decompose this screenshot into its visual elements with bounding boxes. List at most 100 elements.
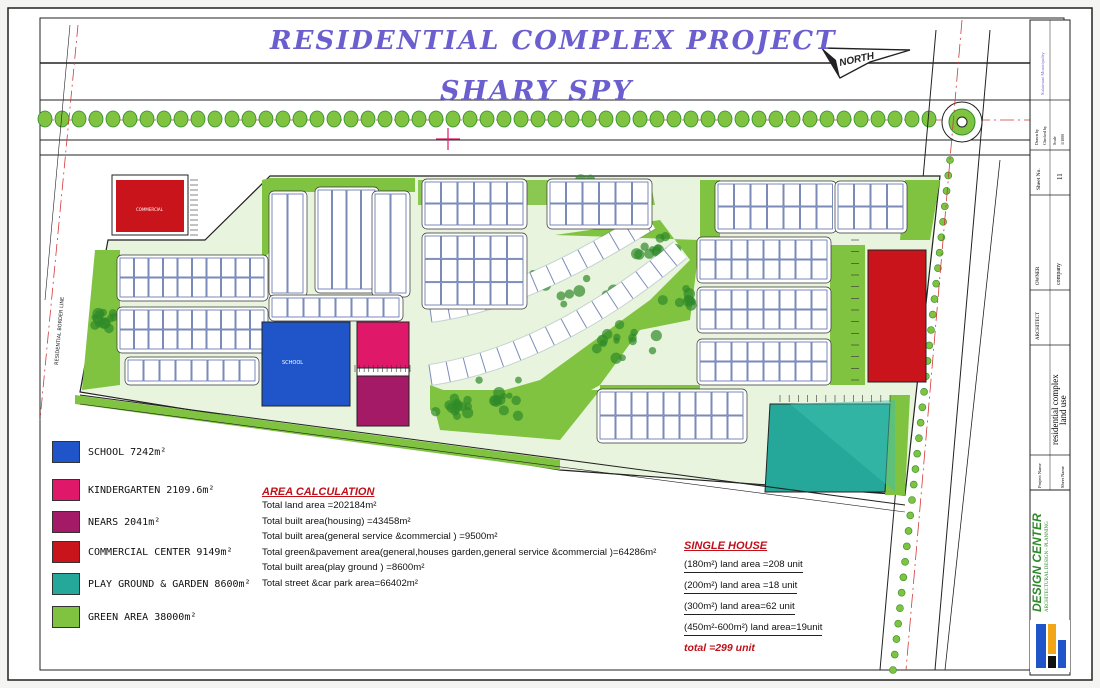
- tree: [513, 110, 529, 128]
- tree: [939, 218, 947, 226]
- house-plot: [837, 183, 854, 207]
- commercial-west-label: COMMERCIAL: [136, 207, 164, 212]
- single-house-summary: SINGLE HOUSE (180m²) land area =208 unit…: [684, 540, 844, 655]
- title-block-frame: [1029, 19, 1071, 676]
- house-plot: [351, 297, 368, 318]
- project-subtitle: SHARY SPY: [440, 76, 634, 107]
- house-plot: [192, 329, 207, 350]
- house-plot: [271, 297, 288, 318]
- house-plot: [441, 203, 458, 226]
- house-plot: [507, 181, 524, 204]
- house-plot: [811, 309, 828, 330]
- house-plot: [192, 309, 207, 330]
- house-plot: [250, 277, 265, 298]
- tree: [628, 337, 637, 346]
- tree: [464, 402, 473, 411]
- house-plot: [177, 257, 192, 278]
- house-plot: [441, 282, 458, 306]
- house-plot: [631, 391, 648, 416]
- legend-item-green-area: GREEN AREA 38000m²: [52, 605, 196, 629]
- house-plot: [163, 329, 178, 350]
- tree: [224, 110, 240, 128]
- house-plot: [148, 329, 163, 350]
- house-plot: [699, 341, 716, 362]
- house-plot: [747, 239, 764, 260]
- tree: [613, 337, 620, 344]
- tree: [506, 392, 513, 399]
- tree: [615, 110, 631, 128]
- house-plot: [119, 309, 134, 330]
- house-plot: [731, 289, 748, 310]
- house-plot: [457, 181, 474, 204]
- house-plot: [119, 277, 134, 298]
- house-plot: [582, 203, 599, 226]
- tree: [768, 110, 784, 128]
- school-block-label: SCHOOL: [282, 360, 304, 366]
- house-plot: [763, 341, 780, 362]
- house-plot: [663, 415, 680, 440]
- house-plot: [490, 258, 507, 283]
- house-plot: [192, 277, 207, 298]
- house-plot: [731, 239, 748, 260]
- tree: [91, 314, 98, 321]
- house-plot: [699, 259, 716, 280]
- house-plot: [206, 257, 221, 278]
- house-plot: [750, 183, 767, 207]
- tree: [904, 527, 913, 535]
- house-plot: [474, 282, 491, 306]
- house-plot: [795, 341, 812, 362]
- drawn-by-label: Drawn by: [1034, 129, 1039, 145]
- house-plot: [457, 258, 474, 283]
- housing-plots: [116, 178, 908, 444]
- tree: [560, 300, 568, 308]
- tree: [870, 110, 886, 128]
- house-plot: [795, 289, 812, 310]
- house-plot: [647, 391, 664, 416]
- tree: [475, 376, 483, 384]
- legend-swatch-commercial: [52, 541, 80, 563]
- house-plot: [632, 181, 649, 204]
- house-plot: [795, 361, 812, 382]
- house-plot: [795, 239, 812, 260]
- house-plot: [221, 329, 236, 350]
- tree: [547, 110, 563, 128]
- house-plot: [711, 391, 728, 416]
- house-plot: [177, 329, 192, 350]
- house-plot: [424, 282, 441, 306]
- owner-value: company: [1056, 263, 1062, 285]
- house-plot: [424, 235, 441, 259]
- tree: [853, 110, 869, 128]
- tree: [901, 558, 909, 566]
- kindergarten-block: [356, 321, 410, 369]
- house-plot: [221, 277, 236, 298]
- house-plot: [615, 203, 632, 226]
- tree: [582, 274, 591, 283]
- tree: [942, 187, 951, 195]
- house-plot: [731, 361, 748, 382]
- house-plot: [599, 181, 616, 204]
- area-line: Total built area(general service &commer…: [262, 531, 498, 542]
- tree: [343, 110, 359, 128]
- house-plot: [566, 181, 583, 204]
- house-plot: [163, 309, 178, 330]
- house-plot: [734, 206, 751, 230]
- house-plot: [119, 329, 134, 350]
- house-plot: [134, 257, 149, 278]
- house-plot: [163, 257, 178, 278]
- house-plot: [811, 259, 828, 280]
- tree: [377, 110, 393, 128]
- tree: [655, 233, 665, 243]
- tree: [927, 326, 935, 334]
- tree: [915, 434, 923, 442]
- municipality-label: Sulaimani Municipality: [1040, 52, 1045, 95]
- house-plot: [699, 239, 716, 260]
- tree: [71, 110, 87, 128]
- tree: [581, 110, 597, 128]
- legend-swatch-school: [52, 441, 80, 463]
- house-plot: [747, 361, 764, 382]
- area-calculation: AREA CALCULATION Total land area =202184…: [262, 486, 682, 591]
- house-plot: [711, 415, 728, 440]
- house-plot: [127, 359, 144, 382]
- tree: [241, 110, 257, 128]
- house-plot: [747, 309, 764, 330]
